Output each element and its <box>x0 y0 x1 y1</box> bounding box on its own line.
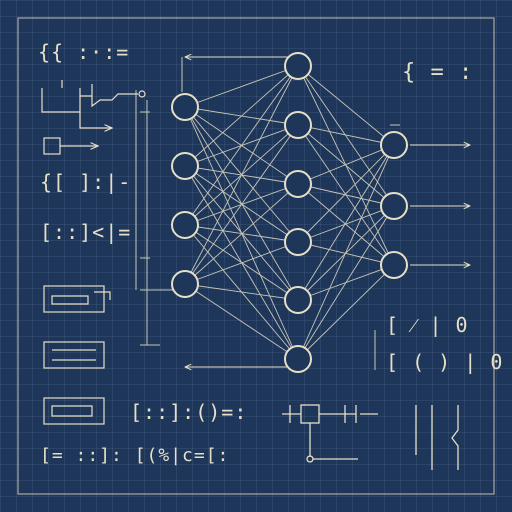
node-layer3-2 <box>380 192 408 220</box>
annotation-row-3: [::]<|= <box>40 220 132 244</box>
connection-line <box>297 183 395 207</box>
connection-line <box>297 264 395 360</box>
flow-arrows <box>185 57 470 367</box>
circuit-box <box>300 404 320 424</box>
node-layer1-3 <box>171 211 199 239</box>
connection-line <box>297 144 395 243</box>
annotation-row-2: {[ ]:|- <box>40 170 132 194</box>
block-symbol-1 <box>43 285 105 313</box>
connection-line <box>297 205 395 360</box>
annotation-row-6: { = : <box>402 60 474 85</box>
connection-line <box>184 65 299 226</box>
node-layer3-3 <box>380 251 408 279</box>
connection-line <box>184 183 299 285</box>
right-bracket-symbol <box>415 405 459 470</box>
connection-lines <box>184 65 395 360</box>
wire-terminal <box>138 90 146 98</box>
connection-line <box>297 124 395 146</box>
gate-symbol <box>91 84 138 108</box>
connection-line <box>297 205 395 243</box>
node-layer3-1 <box>380 131 408 159</box>
annotation-row-7: [ ⁄ | 0 <box>386 313 469 337</box>
left-schematic <box>41 80 146 425</box>
block-symbol-3 <box>43 397 105 425</box>
node-layer2-1 <box>284 52 312 80</box>
connection-line <box>184 283 299 301</box>
outer-border <box>17 17 495 495</box>
connection-line <box>297 183 395 266</box>
connection-line <box>184 124 299 285</box>
connection-line <box>184 165 299 301</box>
node-layer2-6 <box>284 345 312 373</box>
annotation-row-8: [ ( ) | 0 <box>386 350 504 374</box>
node-layer1-1 <box>171 93 199 121</box>
connection-line <box>297 65 395 207</box>
connection-line <box>297 144 395 360</box>
small-box-symbol <box>43 137 61 155</box>
connection-line <box>297 124 395 207</box>
connection-line <box>184 65 299 285</box>
connection-line <box>297 144 395 185</box>
connection-line <box>184 283 299 360</box>
connection-line <box>297 144 395 301</box>
node-layer1-4 <box>171 270 199 298</box>
node-layer2-5 <box>284 286 312 314</box>
network-nodes <box>171 52 408 373</box>
connection-line <box>184 65 299 108</box>
annotation-row-4: [::]:()=: <box>130 400 248 424</box>
bottom-circuit <box>282 404 459 470</box>
connection-line <box>297 65 395 146</box>
connection-line <box>184 241 299 285</box>
node-layer2-4 <box>284 228 312 256</box>
connection-line <box>184 65 299 167</box>
node-layer2-2 <box>284 111 312 139</box>
connection-line <box>184 224 299 301</box>
network-frame <box>135 57 400 370</box>
block-symbol-2 <box>43 341 105 369</box>
input-block-symbol <box>41 88 81 113</box>
annotation-row-1: {{ :·:= <box>38 40 130 64</box>
node-layer2-3 <box>284 170 312 198</box>
node-layer1-2 <box>171 152 199 180</box>
annotation-row-5: [= ::]: [(%|c=[: <box>40 445 230 466</box>
